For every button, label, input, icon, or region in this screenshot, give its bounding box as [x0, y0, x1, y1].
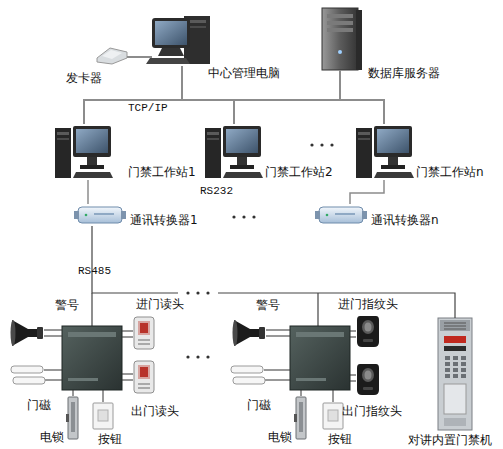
alarm-horn: 警号	[10, 318, 44, 348]
horn-drawing	[233, 320, 266, 346]
fingerprint-reader: 进门指纹头	[356, 314, 380, 348]
workstation-drawing	[55, 126, 113, 178]
device-label: 门磁	[247, 398, 271, 412]
workstation: 门禁工作站2	[205, 124, 263, 180]
button-drawing	[93, 403, 113, 429]
workstation-drawing	[205, 126, 263, 178]
electric-lock: 电锁	[294, 396, 308, 440]
workstation-drawing	[356, 126, 414, 178]
device-label: 出门指纹头	[342, 404, 402, 418]
fingerprint-drawing	[357, 316, 379, 347]
device-label: 通讯转换器1	[130, 213, 198, 227]
device-label: 对讲内置门禁机	[408, 433, 492, 447]
card-issuer: 发卡器	[97, 48, 127, 64]
converter: 通讯转换器n	[315, 204, 367, 226]
lock-drawing	[294, 397, 306, 439]
connector-line	[92, 226, 455, 318]
connector-line	[182, 66, 340, 100]
connector-line	[350, 180, 384, 204]
reader-drawing	[134, 361, 154, 393]
device-label: 门禁工作站2	[265, 165, 333, 179]
device-label: 出门读头	[131, 404, 179, 418]
connector-line	[87, 180, 89, 204]
exit-button: 按钮	[92, 402, 114, 430]
card-reader: 出门读头	[133, 360, 155, 394]
device-label: 电锁	[268, 430, 292, 444]
electric-lock: 电锁	[66, 396, 80, 440]
computer-drawing	[146, 16, 210, 64]
workstation: 门禁工作站1	[55, 124, 113, 180]
converter-drawing	[315, 207, 367, 223]
door-contact: 门磁	[10, 362, 46, 388]
device-label: 门禁工作站1	[128, 165, 196, 179]
device-label: 发卡器	[66, 71, 102, 85]
horn-drawing	[11, 320, 44, 346]
alarm-horn: 警号	[232, 318, 266, 348]
device-label: 电锁	[40, 430, 64, 444]
server-drawing	[322, 8, 362, 70]
card-reader: 进门读头	[133, 316, 155, 350]
interface-label: RS232	[200, 185, 233, 198]
device-label: 中心管理电脑	[208, 66, 280, 80]
workstation: 门禁工作站n	[356, 124, 414, 180]
converter: 通讯转换器1	[74, 204, 126, 226]
fingerprint-drawing	[357, 364, 379, 395]
exit-button: 按钮	[322, 402, 344, 430]
device-label: 门磁	[27, 398, 51, 412]
network-label: TCP/IP	[128, 102, 168, 115]
device-label: 按钮	[328, 432, 352, 446]
door-contact-drawing	[231, 366, 265, 384]
device-label: 进门指纹头	[338, 297, 398, 311]
device-label: 门禁工作站n	[416, 165, 484, 179]
device-label: 进门读头	[136, 297, 184, 311]
connector-line	[127, 56, 152, 58]
controller-drawing	[62, 326, 350, 390]
device-label: 警号	[55, 298, 79, 312]
converter-drawing	[74, 207, 126, 223]
door-contact-drawing	[11, 366, 45, 384]
device-label: 通讯转换器n	[371, 213, 439, 227]
reader-drawing	[134, 317, 154, 349]
device-label: 警号	[256, 298, 280, 312]
management-computer: 中心管理电脑	[152, 14, 212, 66]
door-contact: 门磁	[230, 362, 266, 388]
connector-line	[182, 66, 384, 124]
bus-ellipsis	[178, 288, 218, 298]
interface-label: RS485	[78, 265, 111, 278]
device-wire	[44, 330, 356, 402]
card-issuer-drawing	[97, 48, 127, 64]
lock-drawing	[66, 397, 78, 439]
intercom-drawing	[438, 318, 472, 430]
device-label: 数据库服务器	[368, 66, 440, 80]
fingerprint-reader: 出门指纹头	[356, 362, 380, 396]
database-server: 数据库服务器	[318, 8, 362, 70]
device-label: 按钮	[98, 432, 122, 446]
intercom-panel: 对讲内置门禁机	[438, 318, 472, 430]
button-drawing	[323, 403, 343, 429]
